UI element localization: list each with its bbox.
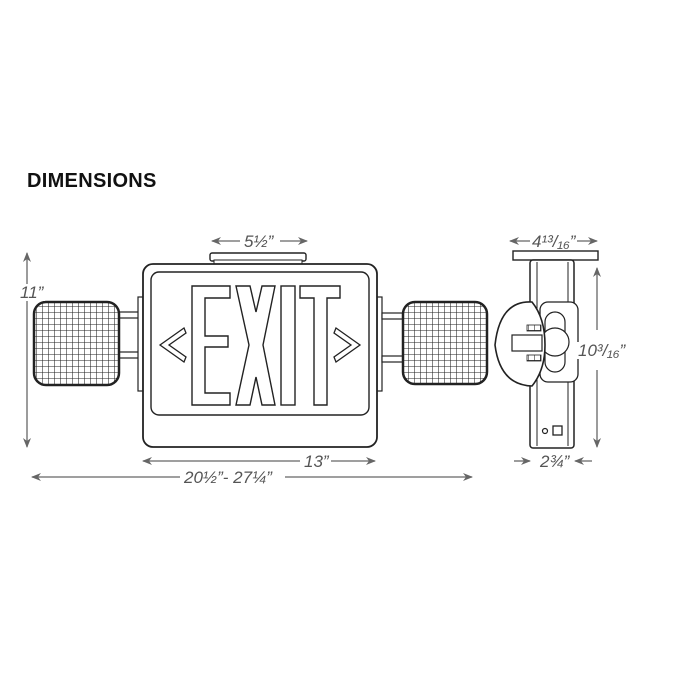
dimension-overall-width: 20½”- 27¼”: [182, 468, 274, 487]
dimension-canopy-width: 5½”: [242, 232, 276, 251]
dimension-side-depth: 2¾”: [538, 452, 572, 471]
dimension-body-width: 13”: [302, 452, 331, 471]
exit-sign-body: [137, 252, 383, 448]
right-lamp-head: [381, 300, 489, 386]
dimension-height-left: 11”: [18, 283, 46, 302]
left-lamp-head: [32, 300, 141, 387]
dimension-side-height: 10³/₁₆”: [576, 341, 628, 360]
side-view-drawing: [494, 250, 599, 449]
diagram-title: DIMENSIONS: [27, 170, 157, 192]
dimension-side-canopy-width: 4¹³/₁₆”: [530, 232, 578, 251]
